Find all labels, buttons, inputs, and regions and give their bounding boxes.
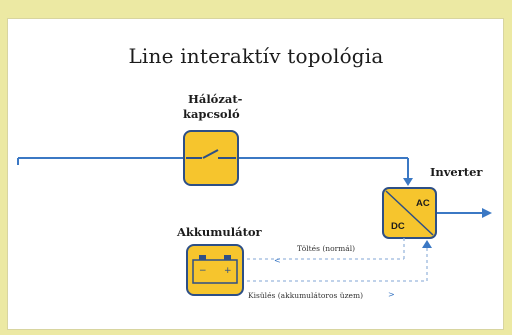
page-title: Line interaktív topológia bbox=[128, 44, 384, 68]
discharge-label: Kisülés (akkumulátoros üzem) bbox=[248, 291, 364, 300]
battery-minus-sign: − bbox=[199, 266, 207, 276]
output-line bbox=[436, 208, 492, 218]
battery-block: − + bbox=[186, 244, 244, 296]
discharge-direction-arrow: > bbox=[388, 290, 395, 299]
charge-label: Töltés (normál) bbox=[297, 244, 356, 253]
inverter-dc-label: DC bbox=[391, 221, 405, 232]
switch-label-line-1: Hálózat- bbox=[188, 92, 243, 106]
diagram-card bbox=[7, 18, 504, 330]
main-power-line bbox=[17, 157, 413, 186]
dashed-lines bbox=[247, 238, 432, 282]
battery-label: Akkumulátor bbox=[177, 225, 262, 239]
inverter-label: Inverter bbox=[430, 165, 483, 179]
inverter-block: AC DC bbox=[382, 187, 437, 239]
inverter-ac-label: AC bbox=[416, 198, 430, 209]
switch-label-line-2: kapcsoló bbox=[183, 107, 240, 121]
mains-switch-block bbox=[183, 130, 239, 186]
charge-direction-arrow: < bbox=[274, 256, 281, 265]
battery-plus-sign: + bbox=[224, 266, 232, 276]
inverter-input-arrow bbox=[422, 240, 432, 248]
